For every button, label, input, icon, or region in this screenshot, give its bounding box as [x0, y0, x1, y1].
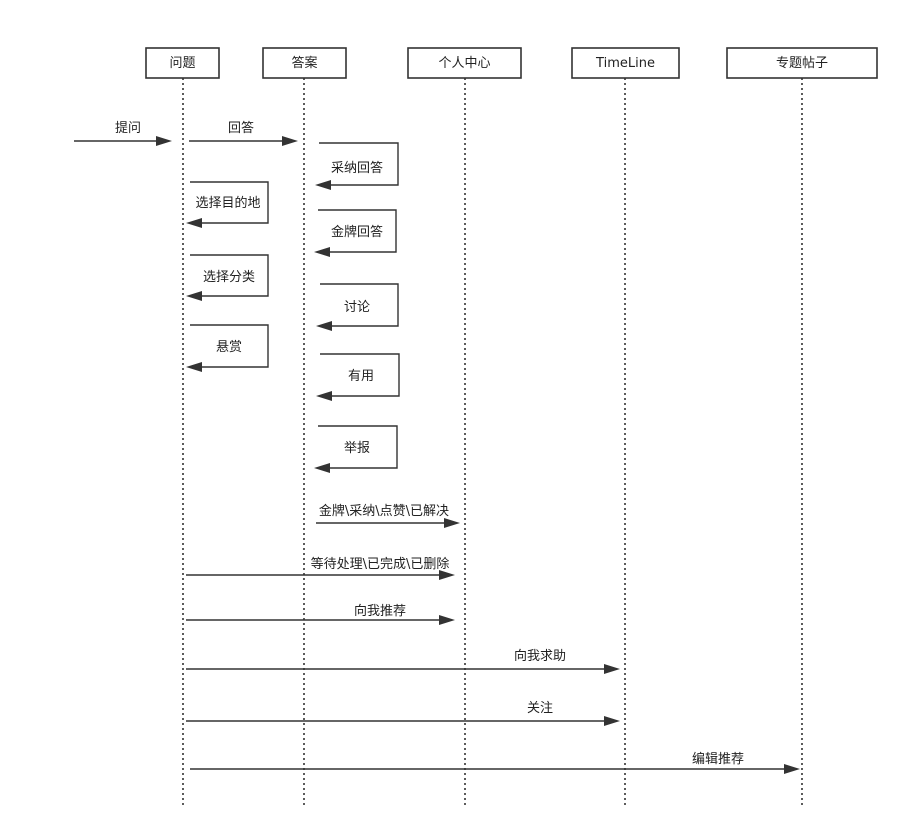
message-report: 举报: [314, 425, 398, 473]
participant-personal: 个人中心: [407, 47, 522, 79]
participant-label: 个人中心: [438, 56, 490, 71]
message-gold-answer: 金牌回答: [314, 209, 397, 257]
message-label: 金牌\采纳\点赞\已解决: [319, 503, 449, 519]
message-label: 采纳回答: [331, 160, 383, 176]
message-answer-status: 金牌\采纳\点赞\已解决: [316, 503, 460, 528]
message-editor-recommend: 编辑推荐: [190, 752, 800, 774]
message-label: 编辑推荐: [692, 752, 744, 767]
message-label: 讨论: [344, 300, 370, 315]
participant-timeline: TimeLine: [571, 47, 680, 79]
message-label: 等待处理\已完成\已删除: [311, 556, 450, 572]
participant-label: 专题帖子: [776, 56, 828, 71]
message-reward: 悬赏: [186, 324, 269, 372]
message-answer: 回答: [189, 120, 298, 146]
message-label: 向我求助: [514, 648, 566, 664]
participant-question: 问题: [145, 47, 220, 79]
message-follow: 关注: [186, 701, 620, 726]
message-ask-me-help: 向我求助: [186, 648, 620, 674]
message-label: 回答: [228, 120, 254, 136]
message-ask: 提问: [74, 120, 172, 146]
participant-label: 问题: [169, 56, 195, 71]
message-label: 金牌回答: [331, 224, 383, 240]
message-question-status: 等待处理\已完成\已删除: [186, 556, 455, 580]
message-label: 悬赏: [216, 340, 242, 355]
participant-answer: 答案: [262, 47, 347, 79]
message-select-destination: 选择目的地: [186, 181, 269, 228]
message-label: 有用: [348, 369, 374, 384]
participant-label: TimeLine: [595, 56, 655, 71]
message-discuss: 讨论: [316, 283, 399, 331]
message-label: 向我推荐: [354, 603, 406, 619]
message-label: 提问: [115, 120, 141, 136]
message-recommend-to-me: 向我推荐: [186, 603, 455, 625]
message-label: 关注: [527, 701, 553, 716]
message-label: 选择目的地: [195, 195, 260, 211]
participant-topic: 专题帖子: [726, 47, 878, 79]
message-useful: 有用: [316, 353, 400, 401]
participant-label: 答案: [291, 55, 317, 71]
message-label: 举报: [344, 441, 370, 456]
message-label: 选择分类: [203, 270, 255, 285]
message-accept-answer: 采纳回答: [315, 142, 399, 190]
message-select-category: 选择分类: [186, 254, 269, 301]
